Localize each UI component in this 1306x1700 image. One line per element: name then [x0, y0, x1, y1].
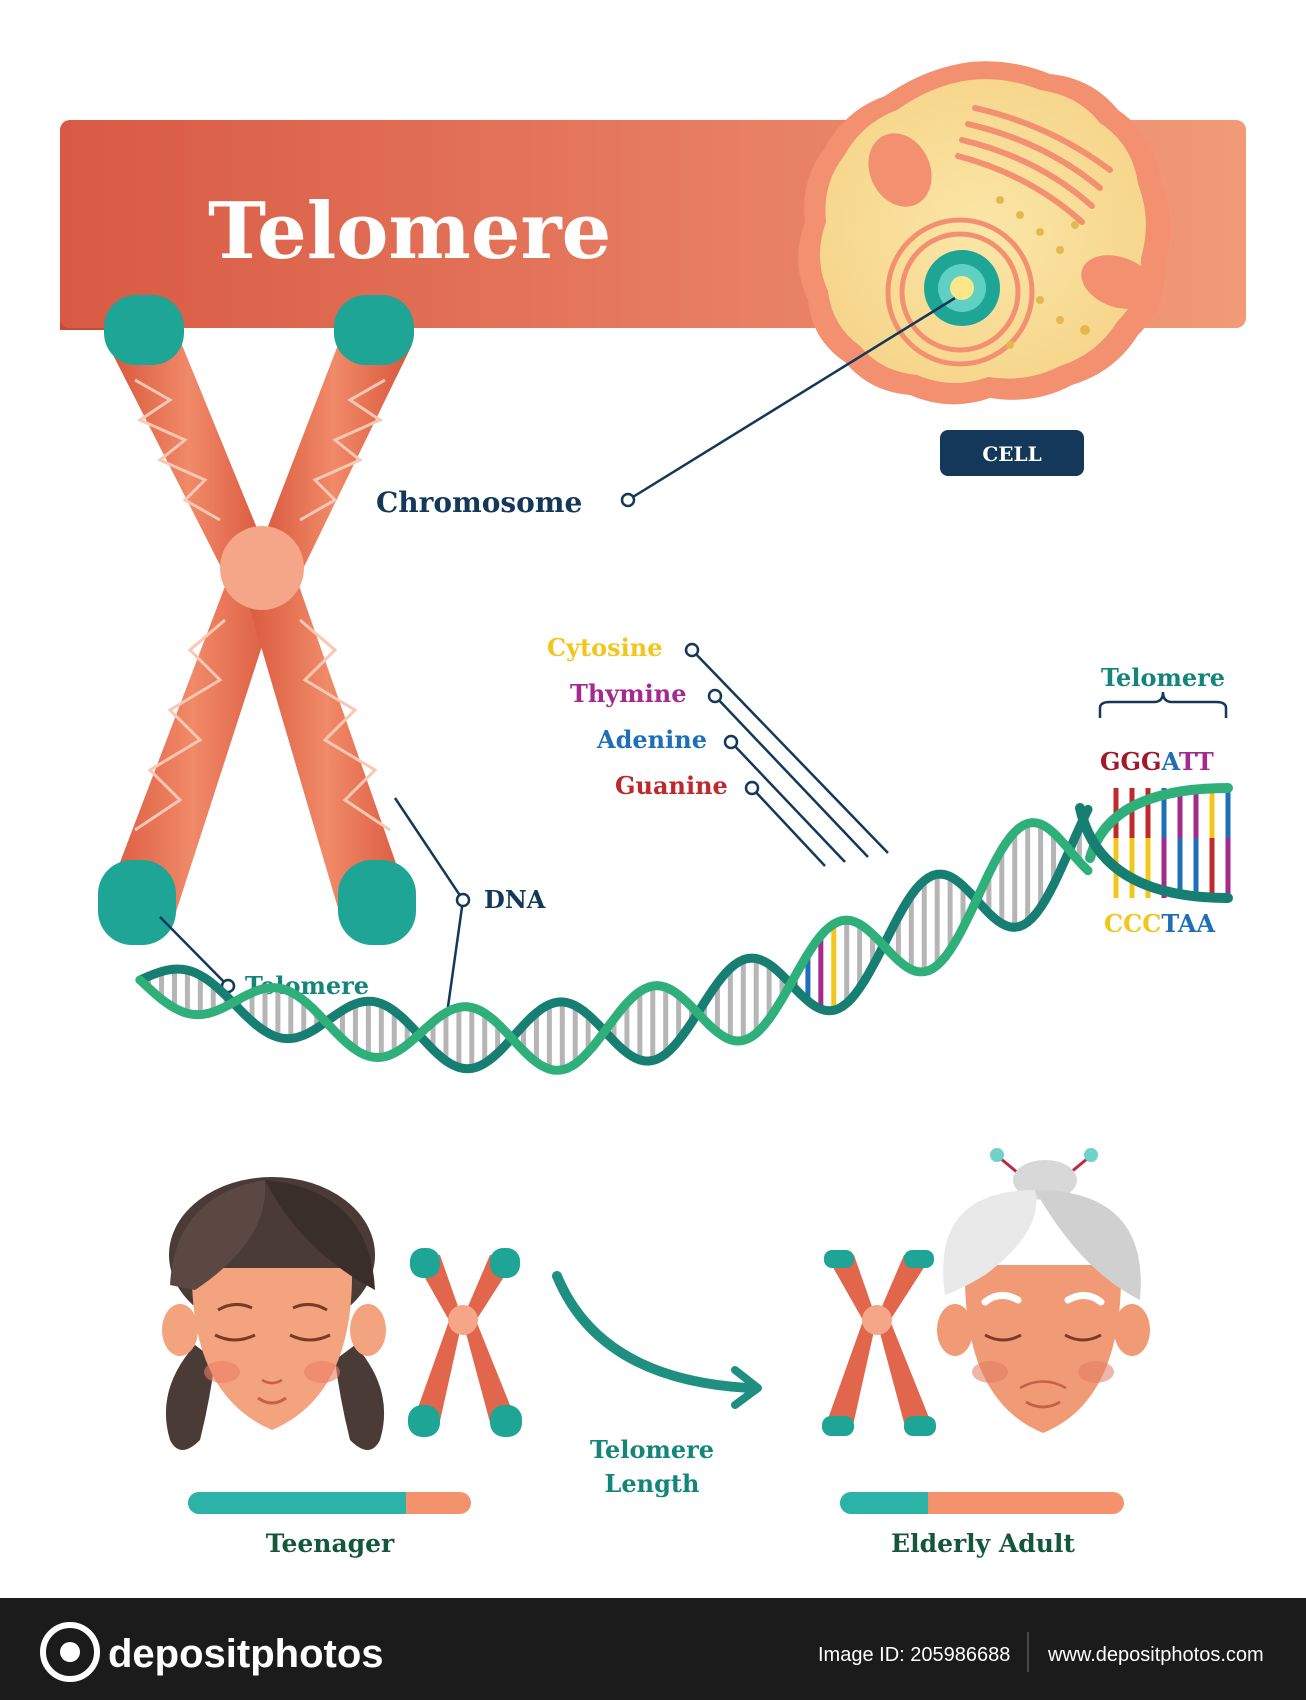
elderly-length-bar [840, 1492, 1124, 1514]
adenine-label: Adenine [596, 725, 707, 754]
chromosome-large [98, 295, 416, 945]
footer-bar: depositphotos Image ID: 205986688 www.de… [0, 1598, 1306, 1700]
chromosome-callout-line [622, 298, 955, 506]
aging-arrow [557, 1276, 758, 1405]
telomere-length-label-2: Length [605, 1469, 700, 1498]
telomere-left-callout-line [160, 917, 234, 992]
dna-label: DNA [484, 885, 546, 914]
sequence-bottom: CCCTAA [1104, 909, 1215, 938]
base-callout-lines [686, 644, 888, 866]
elderly-face [937, 1148, 1150, 1433]
teenager-face [162, 1177, 386, 1450]
thymine-label: Thymine [570, 679, 686, 708]
telomere-bracket [1100, 692, 1226, 718]
dna-double-helix [140, 788, 1228, 1070]
page-title: Telomere [208, 186, 611, 277]
telomere-length-label-1: Telomere [590, 1435, 714, 1464]
telomere-right-label: Telomere [1101, 663, 1225, 692]
cell-illustration [798, 61, 1170, 404]
elderly-chromosome [822, 1250, 936, 1436]
footer-url: www.depositphotos.com [1047, 1644, 1264, 1666]
teenager-label: Teenager [266, 1529, 395, 1558]
cytosine-label: Cytosine [547, 633, 663, 662]
sequence-top: GGGATT [1100, 747, 1214, 776]
cell-label-badge: CELL [940, 430, 1084, 476]
chromosome-label: Chromosome [376, 486, 582, 519]
footer-image-id: Image ID: 205986688 [818, 1644, 1010, 1666]
guanine-label: Guanine [615, 771, 728, 800]
teenager-chromosome [408, 1248, 522, 1437]
svg-text:CELL: CELL [982, 442, 1041, 466]
footer-brand: depositphotos [108, 1632, 384, 1676]
teenager-length-bar [188, 1492, 471, 1514]
elderly-adult-label: Elderly Adult [891, 1529, 1075, 1558]
